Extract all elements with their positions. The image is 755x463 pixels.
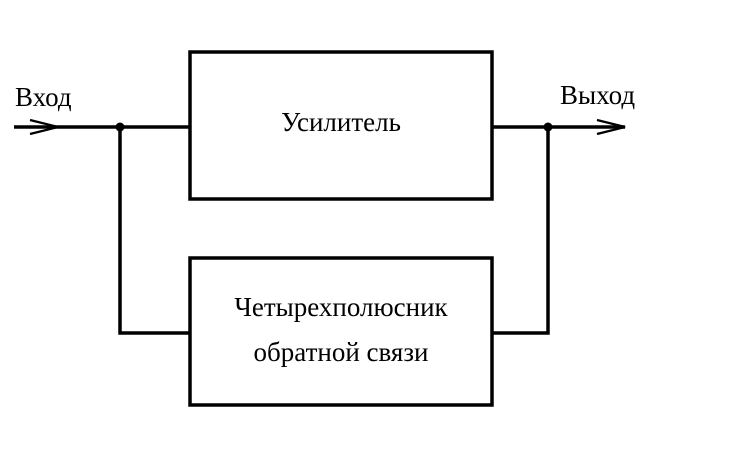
input-feedback-wire — [118, 127, 190, 335]
feedback-network-block — [188, 256, 494, 407]
feedback-label-line2: обратной связи — [254, 337, 429, 367]
amplifier-block — [188, 50, 494, 201]
output-feedback-wire — [492, 127, 550, 335]
amplifier-label: Усилитель — [281, 107, 401, 137]
output-arrow-icon — [596, 118, 626, 136]
input-label: Вход — [15, 82, 72, 112]
output-label: Выход — [560, 80, 635, 110]
feedback-label-line1: Четырехполюсник — [234, 292, 448, 322]
input-arrow-icon — [29, 118, 59, 136]
